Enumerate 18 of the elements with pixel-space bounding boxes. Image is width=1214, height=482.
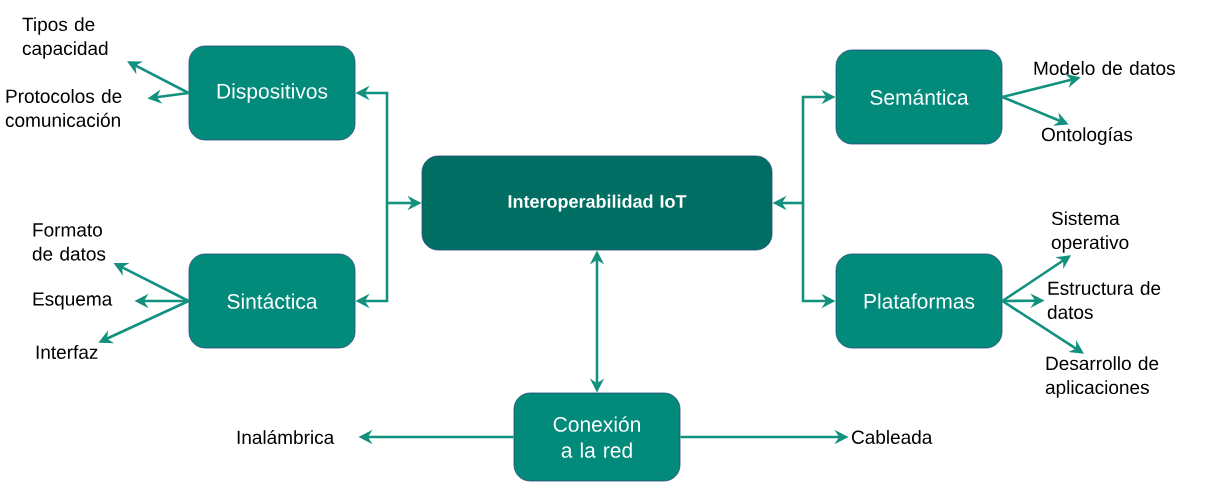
leaf-text: Interfaz — [36, 345, 98, 359]
leaf-text: Formato de datos — [32, 223, 106, 261]
leaf-text: Ontologías — [1041, 127, 1133, 145]
leaf-text: Inalámbrica — [237, 429, 335, 445]
category-box: Conexión a la red — [513, 392, 681, 482]
main-box: Interoperabilidad IoT — [421, 155, 773, 251]
leaf-text: Cableada — [852, 430, 933, 444]
category-box: Semántica — [835, 49, 1003, 145]
category-box: Dispositivos — [188, 45, 356, 141]
leaf-text: Esquema — [33, 292, 113, 310]
leaf-text: Tipos de capacidad — [22, 17, 108, 59]
leaf-text: Estructura de datos — [1047, 281, 1161, 319]
leaf-text: Modelo de datos — [1034, 61, 1175, 75]
leaf-text: Protocolos de comunicación — [5, 89, 122, 127]
category-box: Sintáctica — [188, 253, 356, 349]
leaf-text: Sistema operativo — [1051, 211, 1129, 253]
leaf-text: Desarrollo de aplicaciones — [1045, 356, 1159, 398]
category-box: Plataformas — [835, 253, 1003, 349]
